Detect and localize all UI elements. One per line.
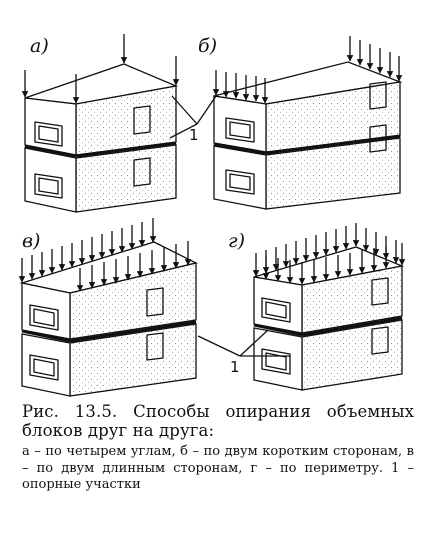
figure-caption: Рис. 13.5. Способы опирания объемных бло… (22, 402, 414, 494)
panel-a-stacked-blocks: а) (21, 34, 180, 213)
block-support-diagram: а) (18, 34, 406, 397)
panel-b-short-side-loads (212, 36, 403, 104)
panel-g-label: г) (228, 230, 245, 252)
callout-1-bottom: 1 (197, 329, 290, 376)
callout-1-top-label: 1 (189, 126, 199, 144)
panel-a-end-openings (34, 121, 63, 199)
panel-v-end-openings (29, 304, 59, 381)
panel-b-stacked-blocks: б) (198, 35, 403, 210)
callout-1-top: 1 (169, 95, 217, 144)
caption-title: Рис. 13.5. Способы опирания объемных бло… (22, 402, 414, 440)
panel-b-label: б) (198, 35, 217, 57)
panel-b-end-openings (225, 117, 255, 195)
caption-legend: а – по четырем углам, б – по двум коротк… (22, 444, 414, 492)
panel-v-label: в) (22, 230, 40, 252)
panel-v-long-side-loads (18, 218, 192, 292)
panel-g-side-openings (371, 277, 389, 355)
panel-g-perimeter-loads (252, 223, 406, 285)
callout-1-bottom-label: 1 (230, 358, 240, 376)
panel-a-side-openings (133, 105, 151, 187)
panel-a-label: а) (30, 35, 49, 57)
panel-a-corner-loads (21, 34, 180, 104)
panel-b-side-openings (369, 81, 387, 153)
panel-v-stacked-blocks: в) (18, 218, 198, 397)
panel-v-side-openings (146, 287, 164, 361)
panel-g-stacked-blocks: г) (228, 223, 406, 391)
